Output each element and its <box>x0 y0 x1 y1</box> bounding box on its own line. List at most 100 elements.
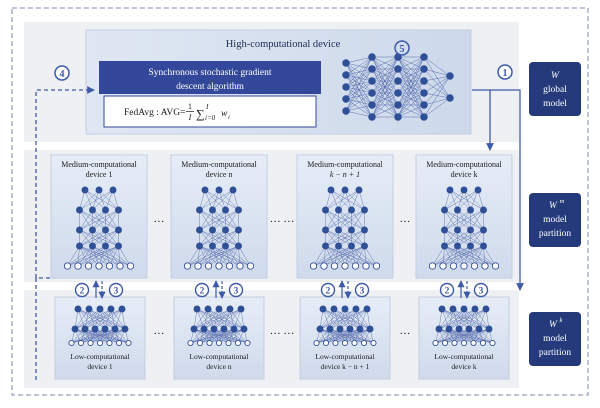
network-edge <box>77 308 86 330</box>
network-node <box>356 325 364 333</box>
network-node <box>491 262 500 270</box>
network-node <box>335 226 342 234</box>
medium-device-panel <box>415 154 513 279</box>
network-node <box>222 242 229 250</box>
network-node <box>234 339 242 347</box>
network-node <box>352 305 360 313</box>
network-node <box>327 186 335 194</box>
network-node <box>460 186 468 194</box>
network-edge <box>444 189 479 211</box>
network-node <box>322 339 330 347</box>
network-edge <box>441 308 480 330</box>
network-node <box>394 65 402 73</box>
network-edge <box>199 189 220 211</box>
network-edge <box>90 328 126 344</box>
network-node <box>322 206 329 214</box>
low-device-line2: device k <box>451 362 476 371</box>
network-edge <box>423 68 451 77</box>
network-edge <box>438 308 454 330</box>
network-edge <box>204 189 239 211</box>
network-edge <box>339 308 368 330</box>
network-edge <box>199 189 234 211</box>
network-node <box>236 262 244 270</box>
network-node <box>355 186 363 194</box>
network-node <box>335 206 342 214</box>
network-edge <box>190 328 235 344</box>
network-edge <box>423 75 451 118</box>
network-node <box>420 65 428 73</box>
network-edge <box>371 68 399 118</box>
low-device-line1: Low-computational <box>70 352 129 361</box>
network-edge <box>110 308 126 330</box>
network-node <box>330 305 338 313</box>
network-edge <box>322 308 341 330</box>
network-node <box>470 262 479 270</box>
network-node <box>342 95 350 103</box>
network-node <box>361 206 368 214</box>
network-edge <box>330 189 339 211</box>
network-edge <box>208 245 226 267</box>
network-edge <box>454 328 490 344</box>
network-edge <box>423 97 451 106</box>
network-node <box>370 339 377 347</box>
side-label-line2: model <box>543 99 567 109</box>
network-edge <box>193 308 242 330</box>
network-node <box>235 206 242 214</box>
network-node <box>115 339 123 347</box>
network-node <box>480 242 487 250</box>
network-node <box>368 89 376 97</box>
network-node <box>204 262 213 270</box>
network-edge <box>199 209 226 231</box>
network-node <box>81 325 89 333</box>
network-edge <box>444 328 490 344</box>
network-edge <box>80 328 126 344</box>
side-label-box <box>529 193 581 247</box>
network-node <box>76 206 83 214</box>
network-edge <box>397 68 425 118</box>
network-edge <box>197 245 213 267</box>
network-node <box>81 186 89 194</box>
network-edge <box>67 245 80 267</box>
network-edge <box>449 189 484 211</box>
network-edge <box>233 308 242 330</box>
network-edge <box>452 308 490 330</box>
network-node <box>454 206 461 214</box>
low-device-k-n-1: Low-computational device k − n + 1 <box>299 296 391 380</box>
network-node <box>215 186 223 194</box>
network-node <box>441 242 448 250</box>
network-edge <box>67 245 93 267</box>
network-edge <box>223 308 242 330</box>
network-edge <box>105 189 114 211</box>
fedavg-term-sub: i <box>228 114 230 121</box>
low-device-line1: Low-computational <box>434 352 493 361</box>
network-edge <box>329 308 368 330</box>
network-node <box>121 325 129 333</box>
network-edge <box>397 56 425 94</box>
network-edge <box>322 308 361 330</box>
network-edge <box>99 308 126 330</box>
network-node <box>394 89 402 97</box>
network-edge <box>463 328 490 344</box>
step-2-label: 2 <box>445 287 450 297</box>
network-node <box>246 262 255 270</box>
network-node <box>368 113 376 121</box>
network-node <box>237 305 245 313</box>
network-edge <box>238 245 251 267</box>
network-edge <box>345 56 373 64</box>
network-edge <box>351 209 365 231</box>
network-node <box>230 325 238 333</box>
network-node <box>362 262 370 270</box>
network-node <box>460 305 468 313</box>
fedavg-sum-lower: i=0 <box>205 114 216 122</box>
step-5-label: 5 <box>400 44 405 55</box>
network-edge <box>98 189 119 211</box>
network-node <box>465 325 473 333</box>
low-neural-network-icon <box>432 305 496 347</box>
network-node <box>115 242 122 250</box>
network-edge <box>316 328 351 344</box>
step-3-label: 3 <box>360 287 365 297</box>
network-edge <box>330 189 352 211</box>
network-edge <box>345 68 373 112</box>
network-edge <box>98 245 119 267</box>
network-node <box>209 226 216 234</box>
